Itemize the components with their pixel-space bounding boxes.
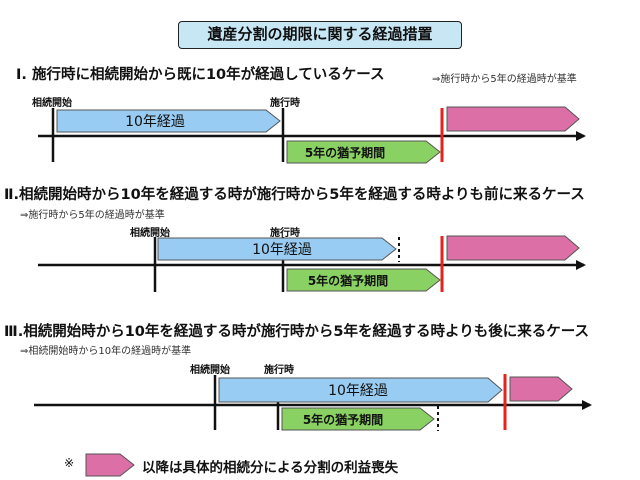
case-3-basis: ⇒相続開始時から10年の経過時が基準 (20, 346, 192, 357)
case-3-ten-year-bar (218, 377, 503, 403)
case-1-grace-label: 5年の猶予期間 (305, 145, 385, 160)
case-3-start-label: 相続開始 (190, 365, 230, 376)
case-1-grace-bar (286, 140, 441, 164)
case-1-start-label: 相続開始 (32, 98, 72, 109)
case-3-loss-bar (509, 376, 573, 402)
case-1-ten-year-label: 10年経過 (125, 114, 185, 130)
legend-loss-swatch (85, 453, 135, 477)
case-1-heading: Ⅰ. 施行時に相続開始から既に10年が経過しているケース (16, 67, 385, 83)
case-3-grace-label: 5年の猶予期間 (303, 412, 383, 427)
case-1-ten-year-bar (56, 109, 281, 133)
footnote-mark: ※ (64, 456, 75, 470)
case-2-loss-bar (446, 235, 580, 261)
case-2-start-label: 相続開始 (130, 228, 170, 239)
page-title: 遺産分割の期限に関する経過措置 (178, 21, 462, 49)
case-3-enforcement-label: 施行時 (264, 365, 294, 376)
case-3-ten-year-label: 10年経過 (328, 383, 388, 399)
case-2-enforcement-label: 施行時 (270, 228, 300, 239)
case-3-heading: Ⅲ.相続開始時から10年を経過する時が施行時から5年を経過する時よりも後に来るケ… (4, 324, 589, 340)
case-1-basis: ⇒施行時から5年の経過時が基準 (432, 74, 577, 85)
case-2-ten-year-bar (157, 237, 397, 261)
case-2-basis: ⇒施行時から5年の経過時が基準 (20, 210, 165, 221)
case-2-ten-year-label: 10年経過 (252, 242, 312, 258)
footnote-text: 以降は具体的相続分による分割の利益喪失 (142, 460, 399, 476)
case-2-grace-label: 5年の猶予期間 (308, 273, 388, 288)
case-2-heading: Ⅱ.相続開始時から10年を経過する時が施行時から5年を経過する時よりも前に来るケ… (4, 187, 585, 203)
case-3-grace-bar (281, 407, 435, 431)
case-1-enforcement-label: 施行時 (270, 98, 300, 109)
case-2-grace-bar (286, 268, 441, 292)
case-1-loss-bar (446, 106, 580, 132)
